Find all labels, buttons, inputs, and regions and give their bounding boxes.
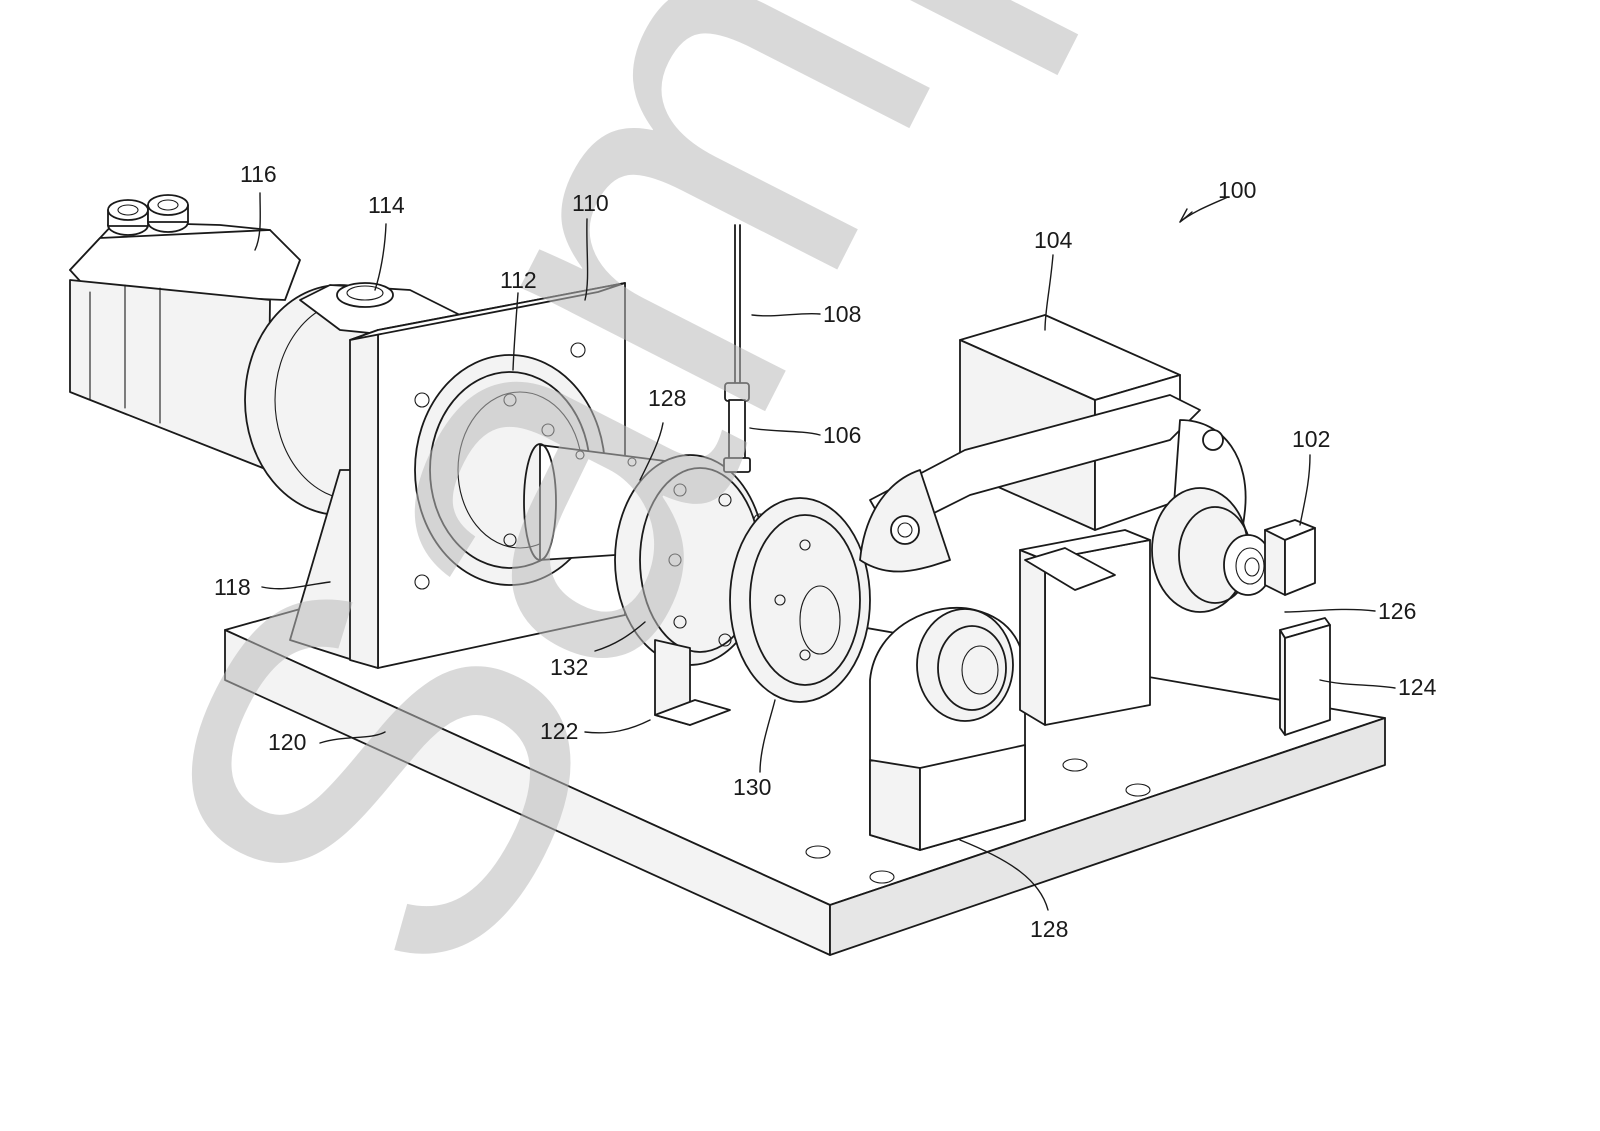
- fixture-block: [654, 639, 731, 726]
- output-hub: [1151, 487, 1273, 613]
- ref-label-116: 116: [240, 161, 277, 187]
- ref-label-114: 114: [368, 192, 405, 218]
- ref-label-100: 100: [1218, 177, 1256, 203]
- sensor-mount: [1279, 617, 1331, 736]
- ref-label-108: 108: [823, 301, 861, 327]
- reference-labels: 100 102 104 106 108 110 112 114 116 118 …: [214, 161, 1437, 942]
- ref-label-118: 118: [214, 574, 251, 600]
- ref-label-128-upper: 128: [648, 385, 686, 411]
- ref-label-110: 110: [572, 190, 609, 216]
- leader-lines: [254, 192, 1396, 911]
- connector: [107, 199, 149, 236]
- base-plate: [224, 559, 1386, 956]
- ref-label-104: 104: [1034, 227, 1073, 253]
- motor: [69, 194, 301, 471]
- ref-label-128-lower: 128: [1030, 916, 1068, 942]
- coupling: [729, 497, 871, 703]
- connector: [147, 194, 189, 233]
- ref-label-130: 130: [733, 774, 771, 800]
- ref-label-102: 102: [1292, 426, 1330, 452]
- ref-label-106: 106: [823, 422, 861, 448]
- sensor-probe: [723, 224, 751, 473]
- ref-label-124: 124: [1398, 674, 1437, 700]
- ref-label-126: 126: [1378, 598, 1416, 624]
- bearing-pedestal: [869, 606, 1027, 851]
- ref-label-120: 120: [268, 729, 306, 755]
- ref-label-122: 122: [540, 718, 578, 744]
- ref-label-132: 132: [550, 654, 588, 680]
- position-sensor: [1264, 519, 1316, 596]
- ref-label-112: 112: [500, 267, 537, 293]
